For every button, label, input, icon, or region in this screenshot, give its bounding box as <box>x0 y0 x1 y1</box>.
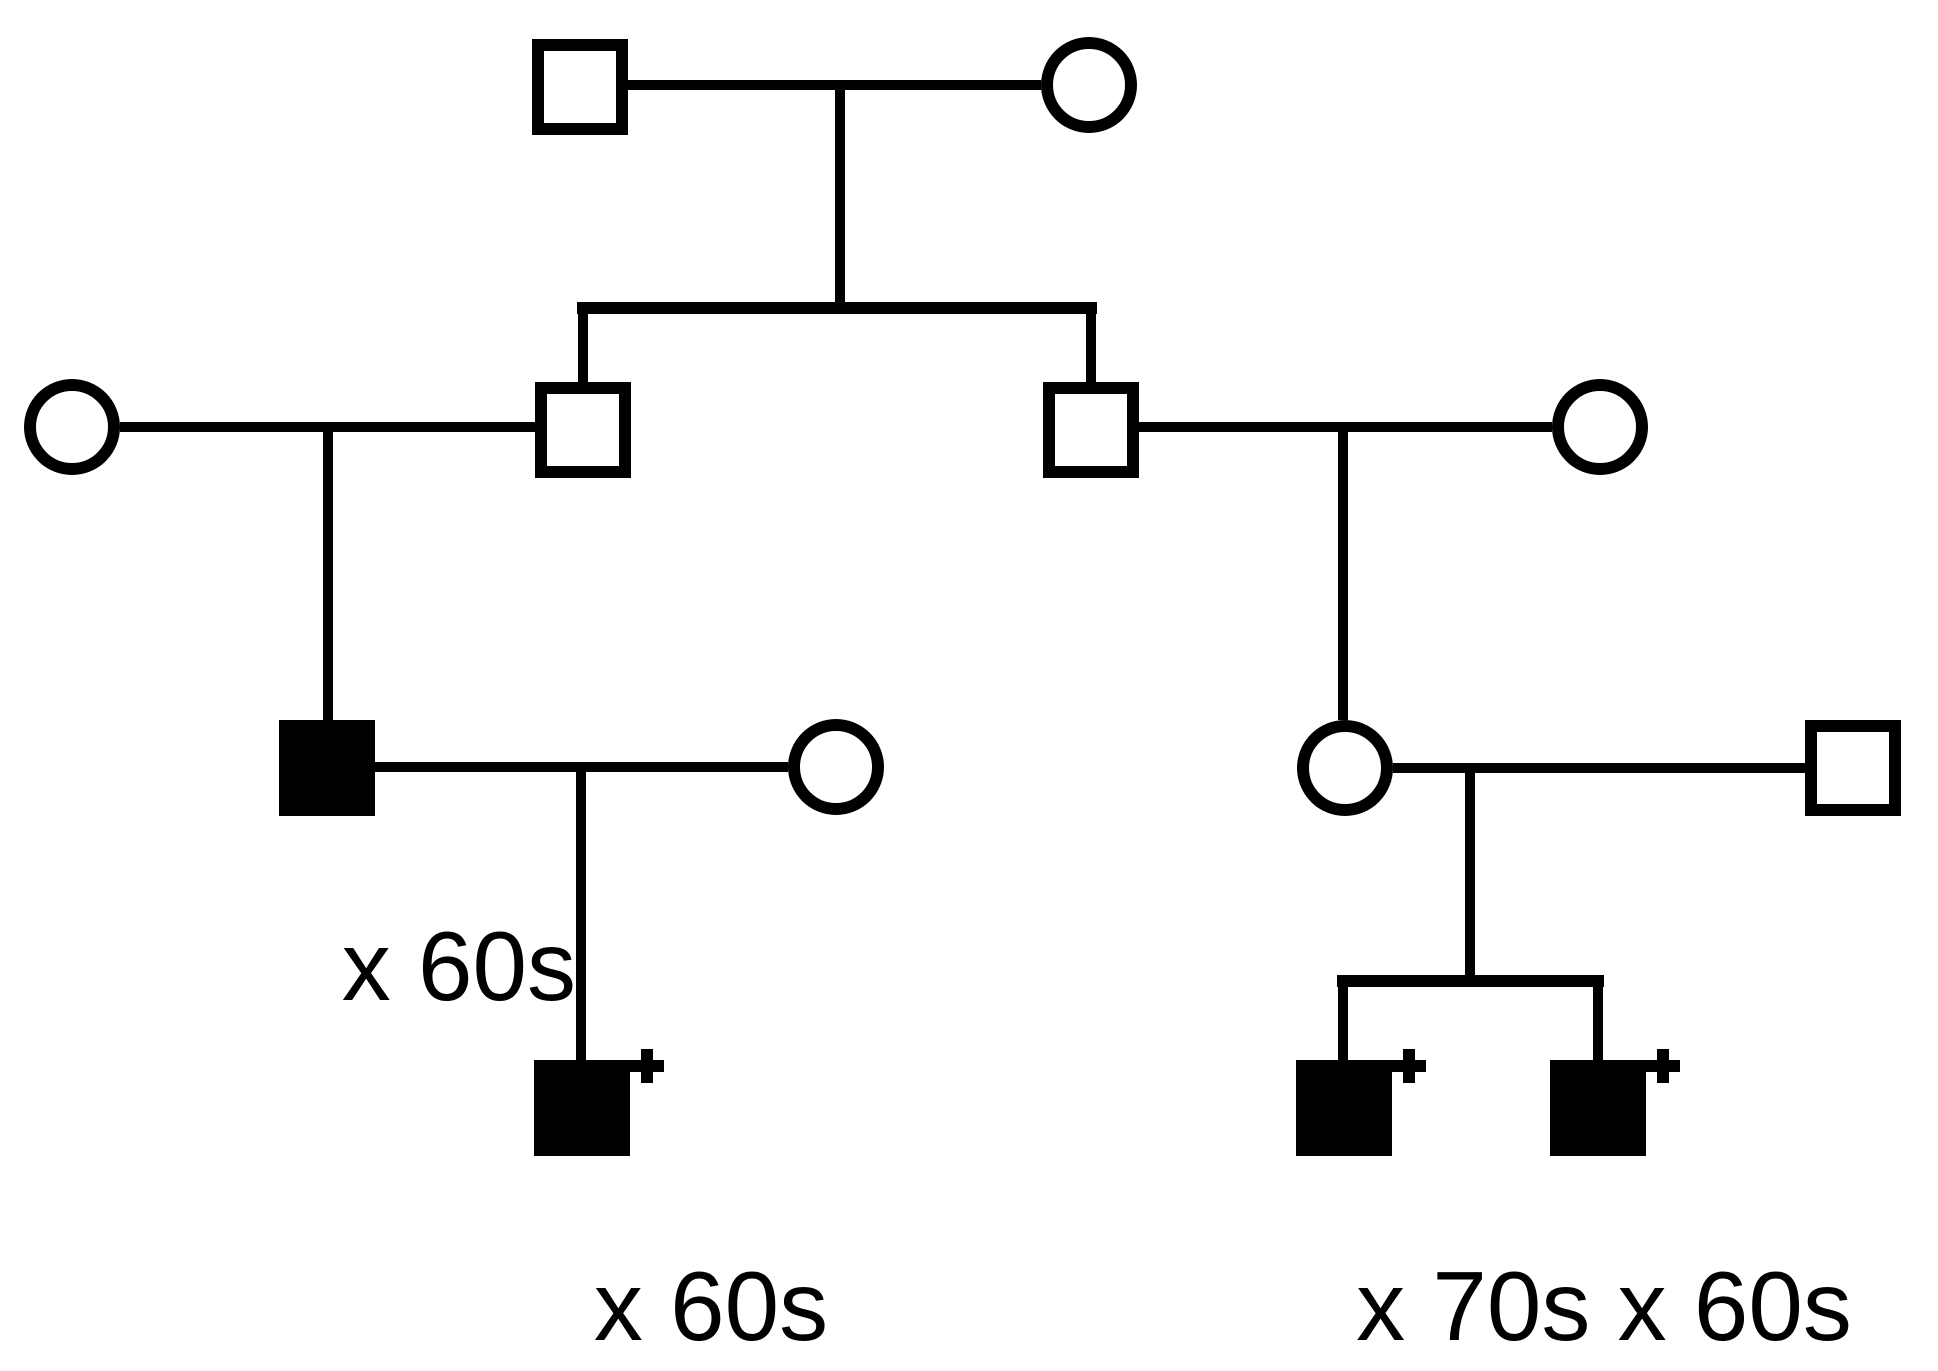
affected-male-symbol-IV-1 <box>534 1060 630 1156</box>
female-symbol-I-2 <box>1041 37 1137 133</box>
label-x-60s-bottom: x 60s <box>594 1251 828 1361</box>
affected-male-symbol-IV-3 <box>1550 1060 1646 1156</box>
female-symbol-III-2 <box>788 719 884 815</box>
male-symbol-II-2 <box>535 382 631 478</box>
plus-marker-IV-2 <box>1392 1049 1426 1083</box>
plus-marker-IV-1 <box>630 1049 664 1083</box>
label-x-60s-branch: x 60s <box>342 911 576 1021</box>
male-symbol-I-1 <box>532 39 628 135</box>
label-x-70s-x-60s: x 70s x 60s <box>1356 1251 1852 1361</box>
male-symbol-III-4 <box>1805 720 1901 816</box>
affected-male-symbol-IV-2 <box>1296 1060 1392 1156</box>
female-symbol-II-4 <box>1552 379 1648 475</box>
affected-male-symbol-III-1 <box>279 720 375 816</box>
female-symbol-III-3 <box>1297 720 1393 816</box>
female-symbol-II-1 <box>24 379 120 475</box>
plus-marker-IV-3 <box>1646 1049 1680 1083</box>
male-symbol-II-3 <box>1043 382 1139 478</box>
